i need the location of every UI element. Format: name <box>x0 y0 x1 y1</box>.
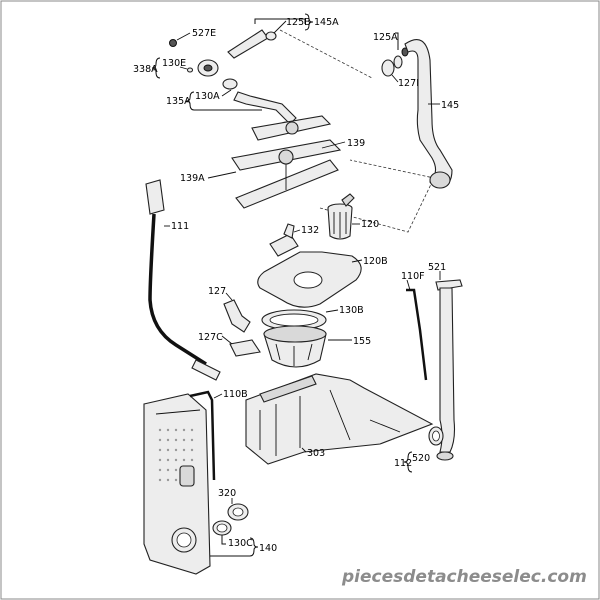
part-130c-ring <box>212 520 232 536</box>
brace-338a <box>151 57 161 79</box>
label-303: 303 <box>307 448 325 459</box>
label-130b: 130B <box>339 305 364 316</box>
part-303-base-frame <box>245 373 434 465</box>
label-132: 132 <box>301 225 319 236</box>
lead-130c <box>221 535 226 545</box>
part-521-drain-hose <box>435 279 463 461</box>
label-338a: 338A <box>133 64 158 75</box>
lead-125a <box>395 32 399 50</box>
part-139a-lower-spray-arm <box>231 139 342 209</box>
label-120: 120 <box>361 219 379 230</box>
watermark-text: piecesdetacheeselec.com <box>341 567 587 587</box>
part-155-sump <box>263 325 327 368</box>
part-338a-spray-arm-hub <box>179 59 219 77</box>
brace-135a <box>185 91 196 111</box>
part-127c-elbow <box>229 339 261 357</box>
brace-140 <box>249 537 259 557</box>
part-140-side-panel <box>143 393 211 575</box>
label-127: 127 <box>208 286 226 297</box>
part-120-filter <box>327 193 355 240</box>
label-125a: 125A <box>373 32 398 43</box>
part-111-water-hose <box>145 179 221 381</box>
label-140: 140 <box>259 543 277 554</box>
part-527e-screw <box>169 32 191 47</box>
part-110b-tube <box>189 390 216 481</box>
label-520: 520 <box>412 453 430 464</box>
label-130c: 130C <box>228 538 253 549</box>
part-127-elbow <box>223 299 251 333</box>
label-127b: 127B <box>398 78 423 89</box>
brace-145a <box>304 13 314 31</box>
part-132-valve <box>269 223 299 257</box>
label-139a: 139A <box>180 173 205 184</box>
label-110b: 110B <box>223 389 248 400</box>
part-127b-fitting <box>381 47 409 77</box>
label-139: 139 <box>347 138 365 149</box>
label-130a: 130A <box>195 91 220 102</box>
label-155: 155 <box>353 336 371 347</box>
dashed-guide-1 <box>279 29 373 79</box>
part-139-upper-spray-arm <box>251 115 332 141</box>
part-120b-filter-plate <box>257 251 362 308</box>
label-130e: 130E <box>162 58 186 69</box>
part-145a-upper-tube <box>227 29 277 59</box>
label-110f: 110F <box>401 271 425 282</box>
part-145-hose <box>404 39 453 189</box>
brace-112 <box>403 451 413 473</box>
label-145: 145 <box>441 100 459 111</box>
label-120b: 120B <box>363 256 388 267</box>
label-125b: 125B <box>286 17 311 28</box>
label-521: 521 <box>428 262 446 273</box>
label-135a: 135A <box>166 96 191 107</box>
label-320: 320 <box>218 488 236 499</box>
label-527e: 527E <box>192 28 216 39</box>
label-112: 112 <box>394 458 412 469</box>
label-145a: 145A <box>314 17 339 28</box>
label-127c: 127C <box>198 332 223 343</box>
part-320-seal <box>227 503 249 521</box>
dashed-guide-2 <box>319 159 435 233</box>
label-111: 111 <box>171 221 189 232</box>
part-520-seal-ring <box>428 426 444 446</box>
part-110f-rod <box>406 288 428 381</box>
brace-145a-top <box>254 18 306 24</box>
